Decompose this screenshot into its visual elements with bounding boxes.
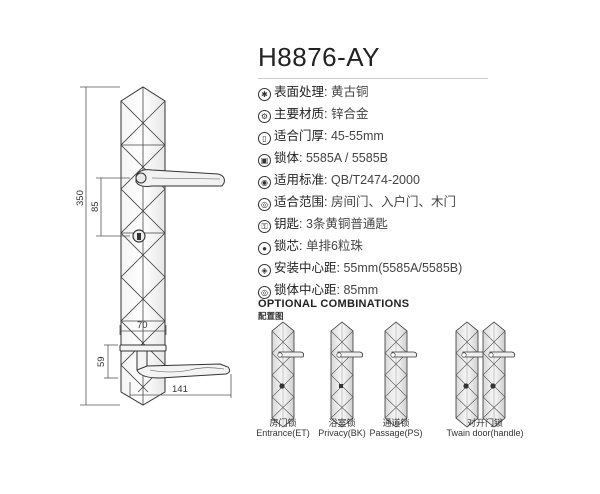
combo-entrance-caption: 房门锁 Entrance(ET) [256, 418, 310, 438]
spec-door-thickness: ▯适合门厚: 45-55mm [258, 126, 384, 146]
gear-icon: ⚙ [258, 110, 271, 123]
sparkle-icon: ✱ [258, 88, 271, 101]
dim-total-height: 350 [75, 190, 86, 206]
spec-finish: ✱表面处理: 黄古铜 [258, 82, 368, 102]
combo-privacy-caption: 浴室锁 Privacy(BK) [318, 418, 366, 438]
door-icon: ▯ [258, 132, 271, 145]
dim-handle-to-key: 85 [90, 201, 101, 212]
combo-passage-caption: 通道锁 Passage(PS) [369, 418, 423, 438]
standard-icon: ◉ [258, 176, 271, 189]
cylinder-icon: ● [258, 242, 271, 255]
combo-twain-caption: 对开门锁 Twain door(handle) [446, 418, 524, 438]
twain-door-lock-drawing [455, 321, 516, 428]
key-icon: ⚿ [258, 220, 271, 233]
center-icon: ◎ [258, 286, 271, 299]
spec-key: ⚿钥匙: 3条黄铜普通匙 [258, 214, 388, 234]
scope-icon: ◎ [258, 198, 271, 211]
combinations-title: OPTIONAL COMBINATIONS [258, 298, 410, 310]
product-model-title: H8876-AY [258, 42, 381, 72]
spec-material: ⚙主要材质: 锌合金 [258, 104, 368, 124]
dim-handle-projection: 59 [96, 356, 107, 367]
dim-handle-length: 141 [172, 384, 188, 395]
spec-cylinder: ●锁芯: 单排6粒珠 [258, 236, 363, 256]
spec-scope: ◎适合范围: 房间门、入户门、木门 [258, 192, 456, 212]
spec-standard: ◉适用标准: QB/T2474-2000 [258, 170, 420, 190]
entrance-lock-drawing [271, 321, 305, 428]
install-icon: ◈ [258, 264, 271, 277]
spec-lock-body: ▣锁体: 5585A / 5585B [258, 148, 388, 168]
dim-plate-width: 70 [137, 320, 148, 331]
title-divider [258, 78, 488, 79]
combinations-subtitle: 配置图 [258, 311, 284, 321]
privacy-lock-drawing [330, 321, 364, 428]
passage-lock-drawing [384, 321, 418, 428]
spec-body-center: ◎锁体中心距: 85mm [258, 280, 378, 300]
lock-icon: ▣ [258, 154, 271, 167]
spec-install-center: ◈安装中心距: 55mm(5585A/5585B) [258, 258, 462, 278]
